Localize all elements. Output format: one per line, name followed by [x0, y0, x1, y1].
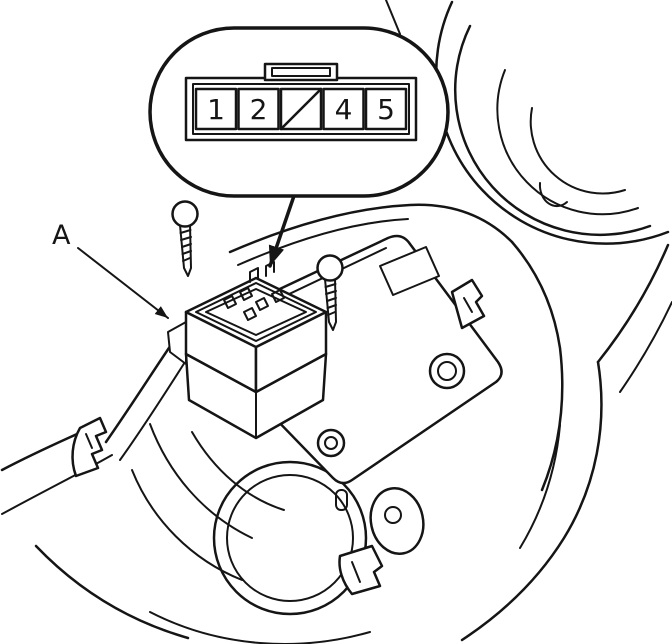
- screw-thread: [182, 257, 191, 262]
- pin-cell: [279, 87, 323, 131]
- connector-prong: [249, 267, 259, 283]
- pin-slot: [255, 297, 269, 311]
- clip-detail: [463, 297, 473, 313]
- recess-top-edge-inner: [237, 218, 409, 266]
- bracket-boss-hole: [324, 436, 338, 450]
- housing-edge: [619, 301, 672, 393]
- switch-component: [167, 261, 328, 440]
- connector-lock-tab-inner: [271, 67, 331, 77]
- pin-cell: [364, 87, 408, 131]
- pin-slot: [271, 289, 285, 303]
- component-flange: [167, 321, 187, 365]
- interior-details: [131, 423, 425, 616]
- pin-number: 2: [250, 93, 268, 126]
- large-opening-circle: [212, 460, 368, 616]
- connector-lock-tab: [263, 62, 339, 82]
- callout-arrow: [268, 188, 298, 268]
- bracket-boss-hole: [437, 361, 457, 381]
- screw-thread: [326, 304, 337, 309]
- clip: [71, 416, 108, 478]
- cup-curve: [149, 423, 253, 539]
- housing-edge: [34, 544, 190, 640]
- speaker-arc: [529, 107, 626, 195]
- bracket-tab-rect: [379, 246, 440, 296]
- pin-cell: [194, 87, 238, 131]
- blocked-pin-slash: [279, 87, 323, 131]
- panel-edge-line: [385, 0, 401, 35]
- screw-thread: [324, 283, 337, 288]
- oval-boss: [369, 487, 425, 555]
- connector-cavity: [205, 288, 307, 336]
- component-label: A: [52, 220, 71, 251]
- housing-edge: [460, 360, 603, 642]
- speaker-arc-detail: [538, 182, 568, 208]
- pin-slot: [223, 295, 237, 309]
- screw-thread: [179, 229, 192, 234]
- clip-detail: [351, 561, 361, 583]
- pin-cell: [322, 87, 365, 131]
- speaker-arc: [496, 69, 639, 216]
- bracket-boss: [316, 428, 346, 458]
- recess-right-edge: [510, 240, 564, 492]
- screw-thread: [181, 243, 192, 248]
- screw-thread: [181, 250, 192, 255]
- screw-thread: [326, 297, 337, 302]
- housing-edge: [1, 454, 113, 515]
- keyhole-slot: [335, 489, 348, 511]
- cup-curve: [131, 469, 243, 581]
- connector-callout: 1 2 4 5: [148, 26, 450, 268]
- screw-head: [171, 200, 199, 228]
- retaining-clips: [71, 278, 486, 596]
- screw-thread: [327, 311, 336, 316]
- cup-curve: [191, 431, 285, 511]
- screw-thread: [325, 290, 337, 295]
- speaker-arc: [434, 0, 670, 245]
- screw-1: [171, 200, 199, 277]
- pin-number: 5: [377, 93, 395, 126]
- pin-cell: [237, 87, 280, 131]
- bracket-boss: [428, 352, 466, 390]
- screw-thread: [180, 236, 192, 241]
- connector-outline-inner: [192, 83, 410, 135]
- clip-detail: [85, 433, 93, 449]
- pin-slot: [243, 307, 257, 321]
- clip: [338, 544, 384, 596]
- housing-edge: [519, 424, 561, 549]
- pin-number: 1: [207, 93, 225, 126]
- pin-number: 4: [335, 93, 353, 126]
- label-leader-line: [77, 247, 169, 319]
- screw-head: [316, 254, 344, 282]
- large-opening-inner-circle: [226, 474, 354, 602]
- housing-edge: [149, 611, 371, 644]
- boss-hole: [384, 506, 402, 524]
- housing-edge: [596, 243, 670, 364]
- pin-slot: [239, 287, 253, 301]
- screw-2: [316, 254, 344, 331]
- component-label-group: A: [52, 220, 169, 319]
- speaker-grille-arcs: [385, 0, 670, 245]
- connector-rim-inner: [195, 282, 317, 342]
- speaker-arc: [453, 24, 652, 237]
